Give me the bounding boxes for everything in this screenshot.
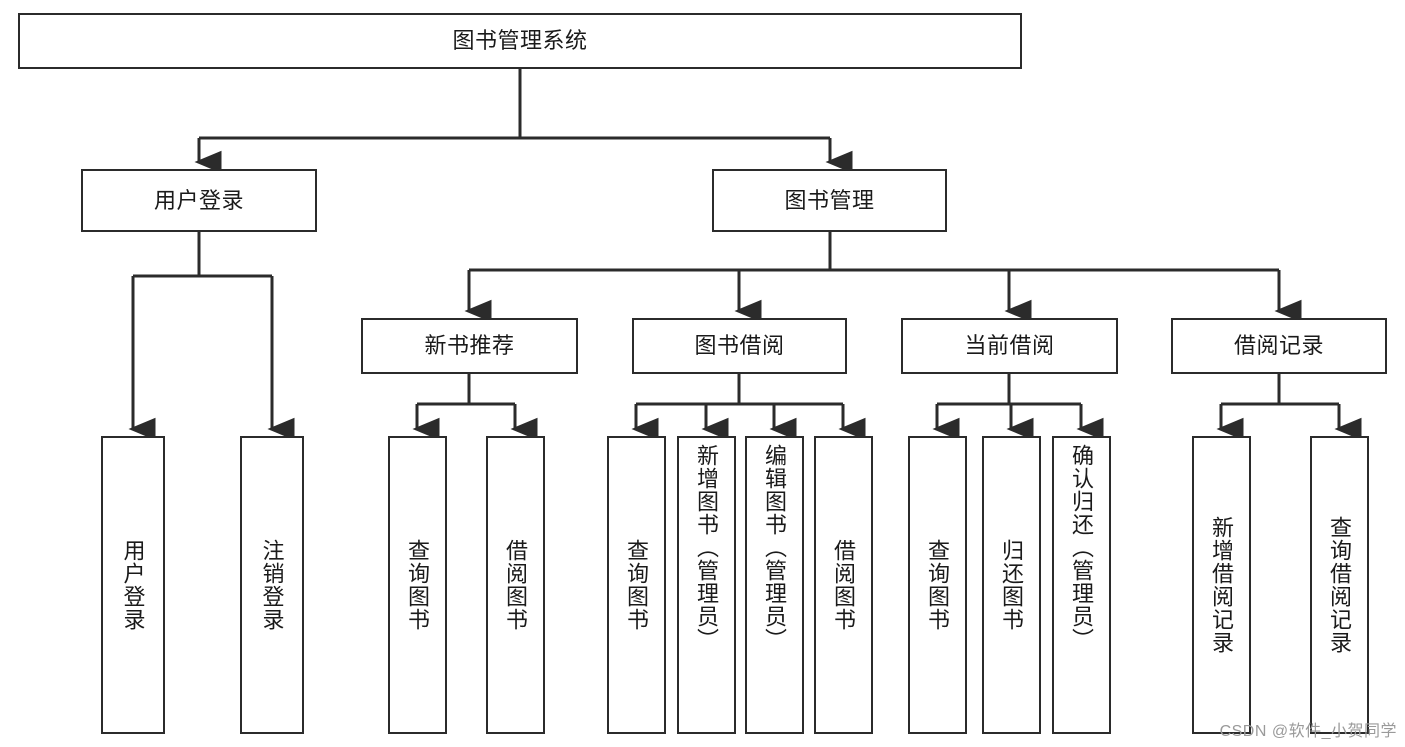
node-leaf-user-login-label: 用户登录 <box>120 539 146 631</box>
node-leaf-borrow-book-label: 借阅图书 <box>831 539 857 631</box>
node-leaf-return-book-label: 归还图书 <box>999 539 1025 631</box>
node-leaf-edit-book-label: 编辑图书（管理员） <box>762 444 788 651</box>
node-leaf-query-book-borrow[interactable]: 查询图书 <box>607 436 666 734</box>
node-current-borrow-label: 当前借阅 <box>964 333 1055 359</box>
node-borrow-record-label: 借阅记录 <box>1233 333 1324 359</box>
node-leaf-add-book[interactable]: 新增图书（管理员） <box>677 436 736 734</box>
node-leaf-add-book-label: 新增图书（管理员） <box>694 444 720 651</box>
node-leaf-add-record-label: 新增借阅记录 <box>1209 516 1235 654</box>
node-leaf-query-book-borrow-label: 查询图书 <box>624 539 650 631</box>
node-current-borrow[interactable]: 当前借阅 <box>901 318 1118 374</box>
node-leaf-query-book-cur-label: 查询图书 <box>925 539 951 631</box>
node-leaf-user-logout[interactable]: 注销登录 <box>240 436 304 734</box>
node-leaf-borrow-book[interactable]: 借阅图书 <box>814 436 873 734</box>
node-leaf-query-record-label: 查询借阅记录 <box>1327 516 1353 654</box>
node-user-login-label: 用户登录 <box>153 187 244 213</box>
node-root-label: 图书管理系统 <box>452 28 588 54</box>
node-leaf-edit-book[interactable]: 编辑图书（管理员） <box>745 436 804 734</box>
node-user-login[interactable]: 用户登录 <box>81 169 317 232</box>
node-borrow-record[interactable]: 借阅记录 <box>1171 318 1387 374</box>
node-book-borrow[interactable]: 图书借阅 <box>632 318 847 374</box>
node-book-manage-label: 图书管理 <box>784 187 875 213</box>
node-leaf-query-book-rec-label: 查询图书 <box>405 539 431 631</box>
node-leaf-return-book[interactable]: 归还图书 <box>982 436 1041 734</box>
node-leaf-confirm-return[interactable]: 确认归还（管理员） <box>1052 436 1111 734</box>
node-root[interactable]: 图书管理系统 <box>18 13 1022 69</box>
node-leaf-confirm-return-label: 确认归还（管理员） <box>1069 444 1095 651</box>
node-leaf-user-logout-label: 注销登录 <box>259 539 285 631</box>
node-book-manage[interactable]: 图书管理 <box>712 169 947 232</box>
node-new-book-rec-label: 新书推荐 <box>424 333 515 359</box>
node-leaf-query-book-rec[interactable]: 查询图书 <box>388 436 447 734</box>
node-book-borrow-label: 图书借阅 <box>694 333 785 359</box>
node-new-book-rec[interactable]: 新书推荐 <box>361 318 578 374</box>
csdn-watermark: CSDN @软件_小贺同学 <box>1219 723 1397 740</box>
node-leaf-add-record[interactable]: 新增借阅记录 <box>1192 436 1251 734</box>
node-leaf-borrow-book-rec[interactable]: 借阅图书 <box>486 436 545 734</box>
node-leaf-query-record[interactable]: 查询借阅记录 <box>1310 436 1369 734</box>
node-leaf-borrow-book-rec-label: 借阅图书 <box>503 539 529 631</box>
node-leaf-query-book-cur[interactable]: 查询图书 <box>908 436 967 734</box>
node-leaf-user-login[interactable]: 用户登录 <box>101 436 165 734</box>
